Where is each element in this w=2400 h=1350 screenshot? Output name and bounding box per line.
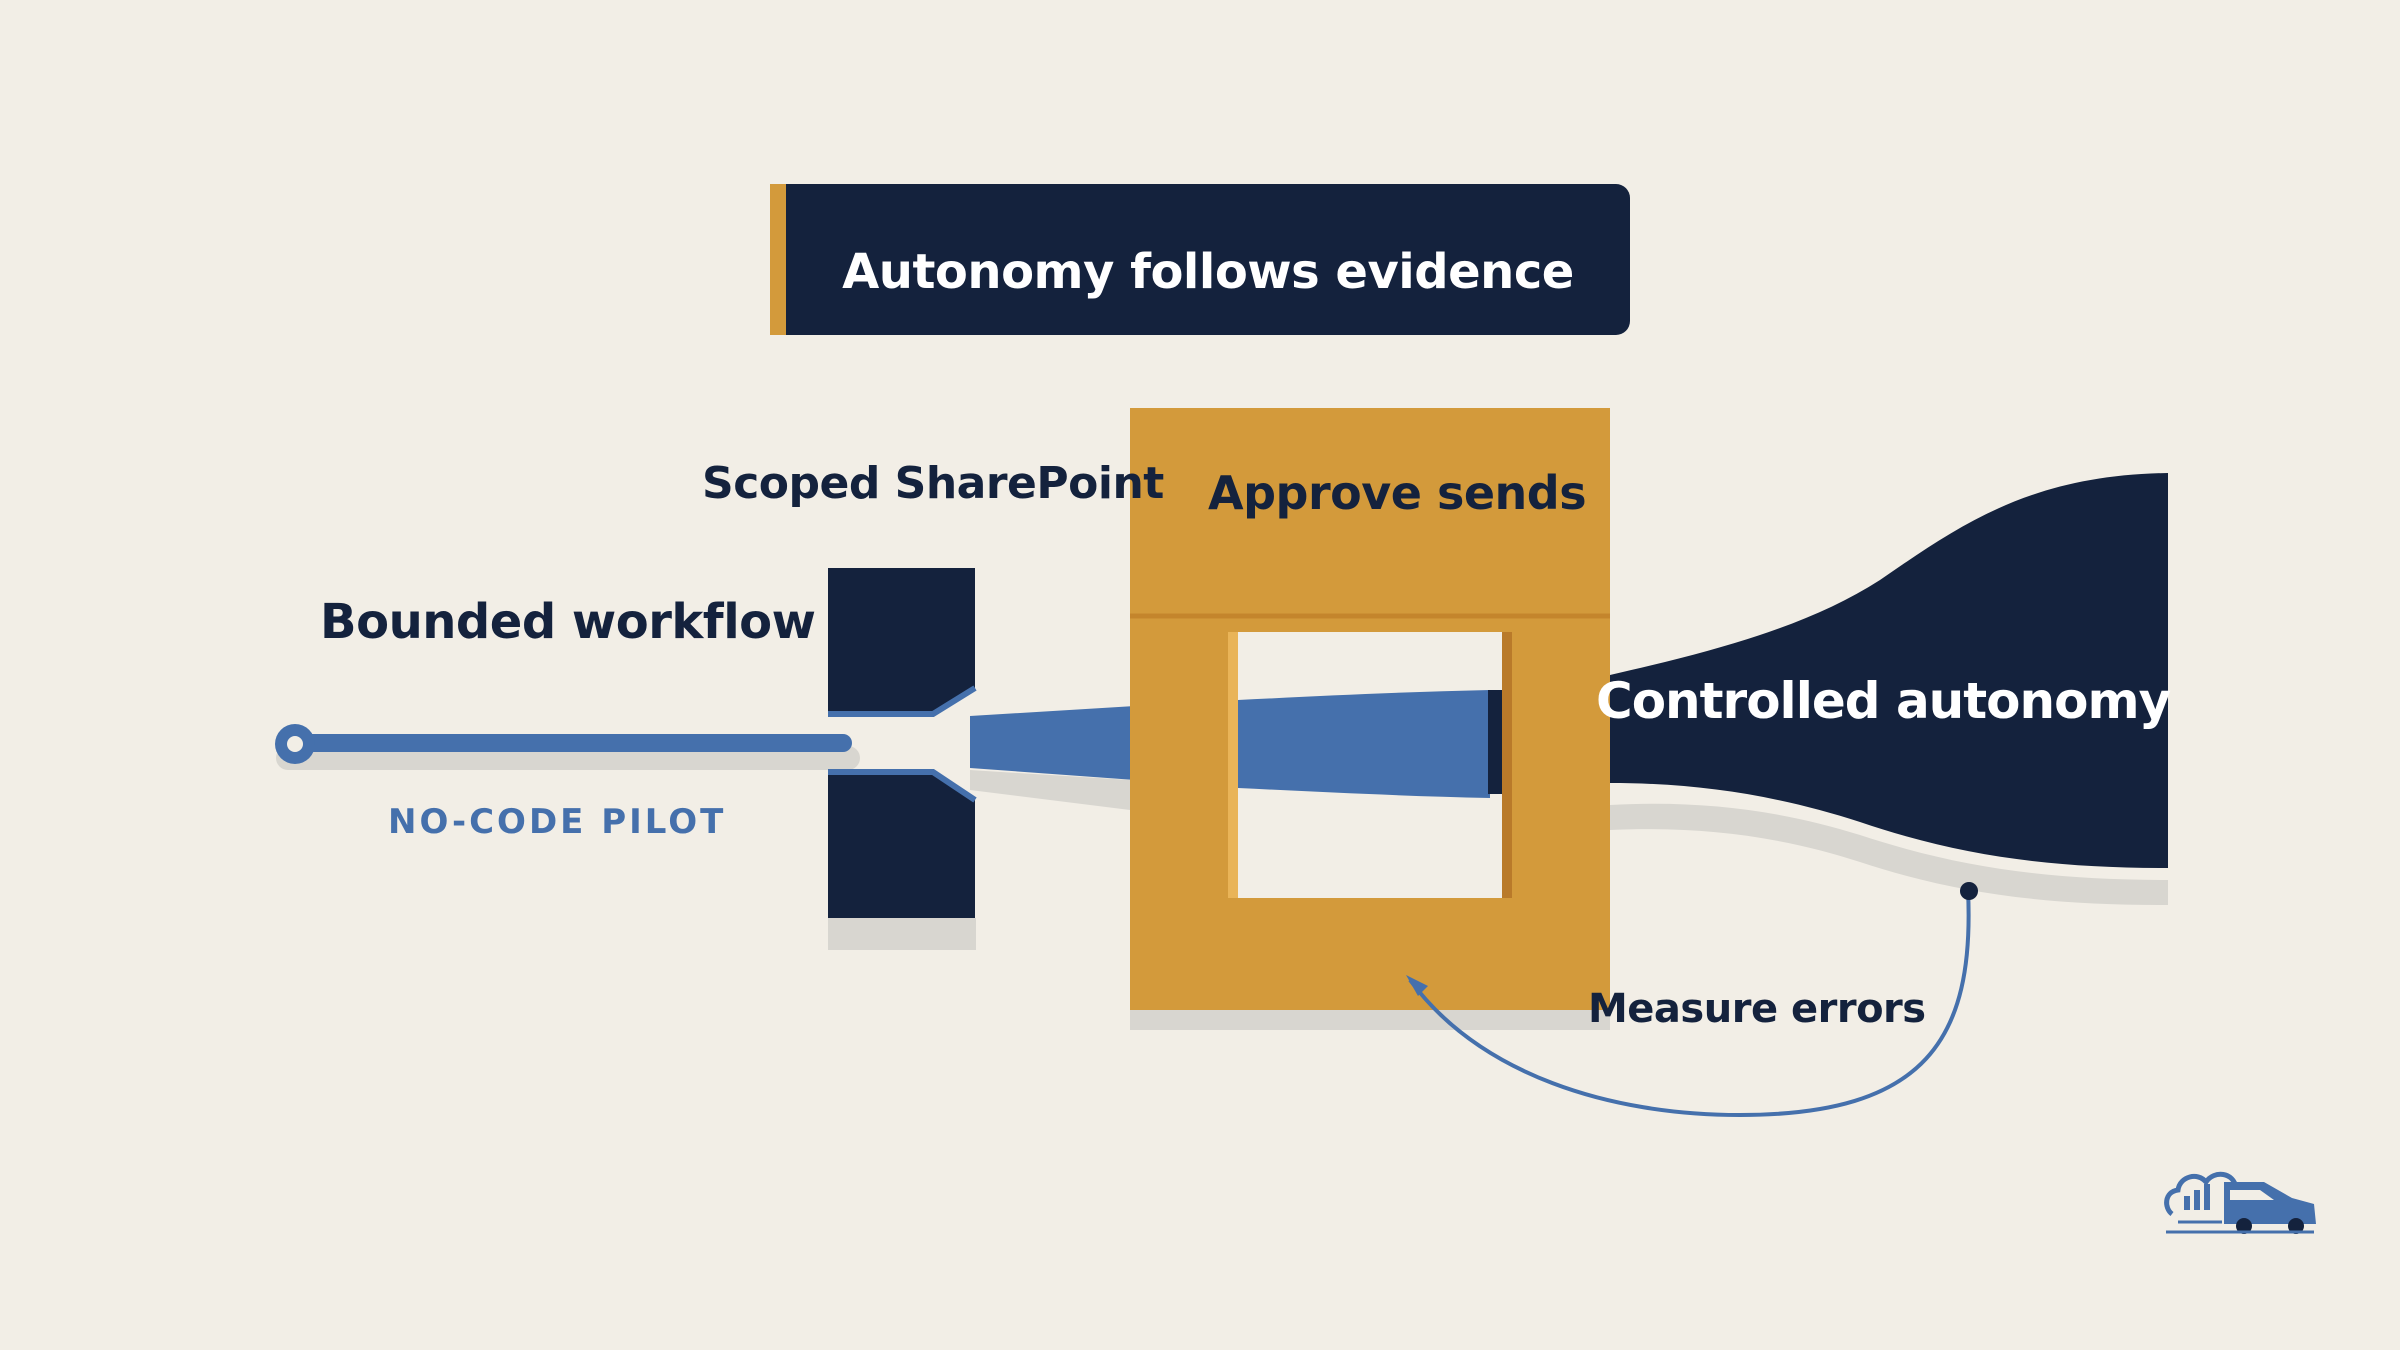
approve-window-left-edge [1228, 632, 1238, 898]
feedback-arrowhead-icon [1406, 975, 1428, 996]
sharepoint-funnel-shadow [970, 770, 1130, 810]
title-banner [770, 184, 1630, 335]
flow-through-window [1238, 690, 1490, 798]
label-scoped-sharepoint: Scoped SharePoint [702, 458, 1164, 509]
feedback-arrow [1408, 889, 1971, 1118]
label-bounded-workflow: Bounded workflow [320, 594, 816, 650]
controlled-autonomy-shape [1610, 473, 2168, 868]
window-flow-end [1488, 690, 1502, 794]
label-measure-errors: Measure errors [1588, 986, 1926, 1032]
label-controlled-autonomy: Controlled autonomy [1596, 672, 2171, 730]
diagram-title: Autonomy follows evidence [842, 244, 1574, 300]
sharepoint-block-shadow [828, 918, 976, 950]
feedback-start-dot [1960, 882, 1978, 900]
pilot-start-node-hole [287, 736, 303, 752]
label-no-code-pilot: NO-CODE PILOT [388, 802, 727, 842]
sharepoint-block-bottom [828, 772, 975, 918]
sharepoint-block-top [828, 568, 975, 714]
title-accent-bar [770, 184, 786, 335]
approve-box-shadow [1130, 1008, 1610, 1030]
flow-funnel [970, 706, 1135, 780]
cloud-truck-logo [2164, 1171, 2316, 1234]
approve-window-right-edge [1502, 632, 1512, 898]
label-approve-sends: Approve sends [1208, 466, 1587, 520]
sharepoint-gap-edge-top [828, 685, 977, 717]
sharepoint-gap-edge-bottom [828, 769, 977, 803]
autonomy-shape-shadow [1610, 803, 2168, 905]
